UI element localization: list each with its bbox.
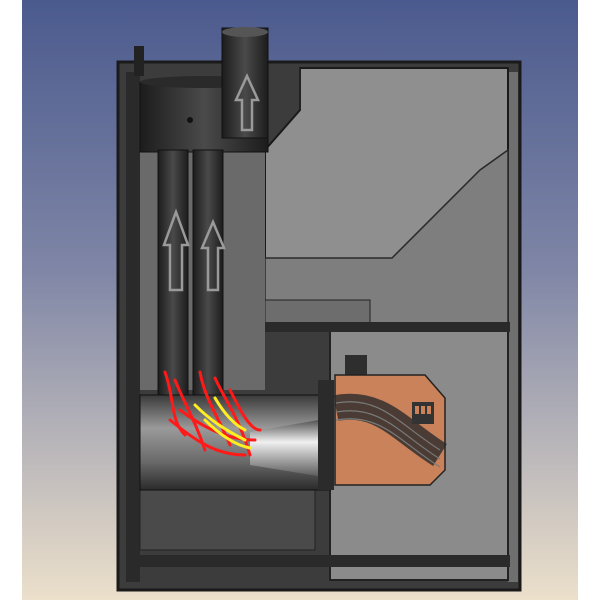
burner-nozzle [250, 418, 330, 478]
tube-left-arrow [162, 208, 190, 292]
base-rail [130, 555, 510, 567]
flames [163, 370, 262, 457]
flue-collector [134, 27, 269, 153]
heat-exchanger-tube-left [157, 149, 189, 401]
flue-exhaust-arrow [234, 72, 260, 132]
ash-pan [139, 489, 316, 551]
airflow-arrows [162, 72, 260, 292]
burner-flange [318, 380, 334, 490]
pellet-burner [333, 355, 448, 486]
tube-right-arrow [200, 218, 226, 292]
pellet-hopper [264, 67, 509, 326]
